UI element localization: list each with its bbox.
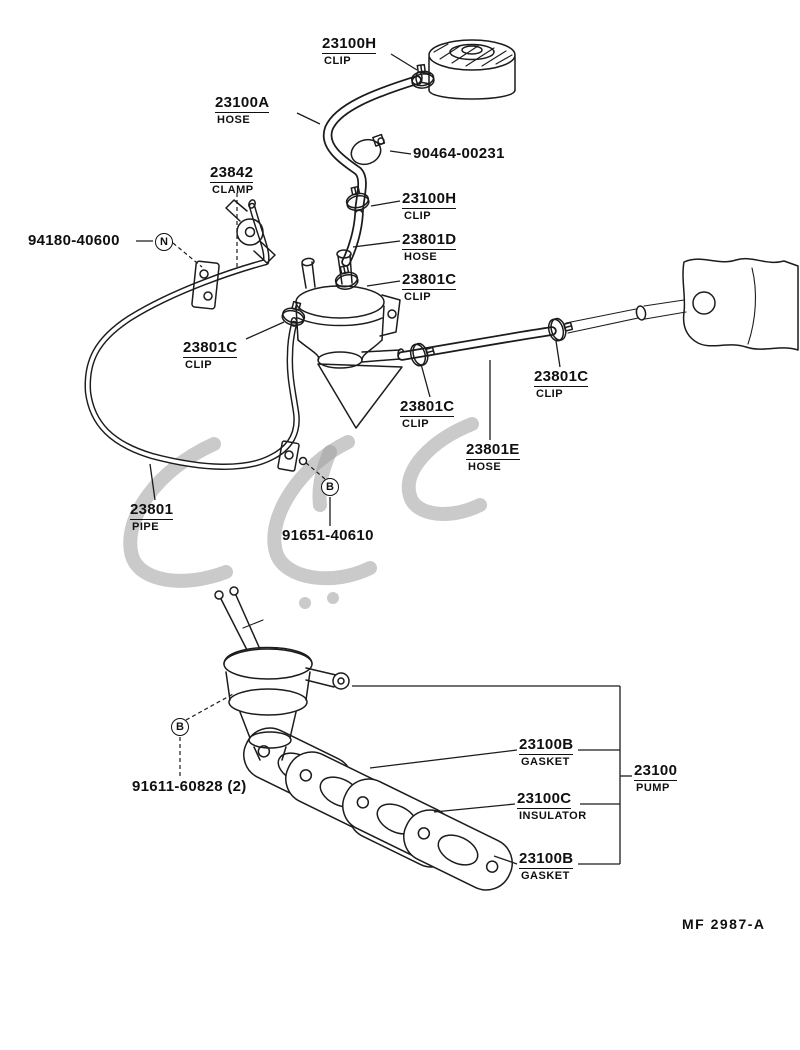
callout-n-badge: N [155, 233, 173, 251]
part-label: 23100H CLIP [402, 190, 457, 222]
callout-letter: B [176, 721, 184, 733]
part-desc: GASKET [521, 755, 570, 768]
fuel-pipe [84, 199, 308, 472]
callout-letter: N [160, 236, 168, 248]
part-desc: CLIP [185, 358, 213, 371]
figure-code: MF 2987-A [682, 916, 766, 932]
part-number: 23801 [130, 501, 174, 520]
hose-clamp-90464 [350, 133, 386, 166]
part-number: 23801E [466, 441, 520, 460]
part-number: 94180-40600 [28, 232, 120, 249]
part-label: 23801E HOSE [466, 442, 520, 473]
part-label: 23100A HOSE [215, 94, 270, 126]
part-label: 23100B GASKET [519, 850, 574, 882]
part-label: 91611-60828 (2) [132, 779, 247, 796]
gasket-lower [394, 800, 522, 900]
fuel-filter [415, 39, 516, 100]
part-desc: PUMP [636, 781, 670, 794]
part-number: 23801C [402, 271, 457, 290]
part-label: 23100B GASKET [519, 736, 574, 768]
part-desc: HOSE [217, 113, 251, 126]
part-label: 23100C INSULATOR [517, 791, 587, 822]
part-desc: PIPE [132, 520, 160, 533]
callout-b-badge: B [171, 718, 189, 736]
part-desc: INSULATOR [519, 809, 587, 822]
part-desc: CLIP [404, 209, 432, 222]
hose-23801d [341, 209, 364, 267]
part-desc: CLAMP [212, 183, 254, 196]
part-label: 23801 PIPE [130, 501, 174, 533]
part-desc: CLIP [536, 387, 564, 400]
leader-lines [136, 53, 632, 865]
clamp-23842 [225, 199, 276, 264]
part-label: 23801C CLIP [183, 339, 238, 371]
part-number: 90464-00231 [413, 145, 505, 162]
part-label: 23801C CLIP [400, 398, 455, 430]
engine-outline [682, 258, 799, 351]
part-number: 23100B [519, 850, 574, 869]
pipe-bracket [191, 260, 220, 310]
part-desc: CLIP [404, 290, 432, 303]
part-number: 23100H [402, 190, 457, 209]
part-label: 23801D HOSE [402, 231, 457, 263]
part-desc: CLIP [402, 417, 430, 430]
part-number: 23801C [183, 339, 238, 358]
part-label: 23801C CLIP [534, 368, 589, 400]
part-label: 90464-00231 [413, 146, 505, 163]
part-number: 23100C [517, 790, 572, 809]
part-number: 23100H [322, 35, 377, 54]
part-desc: HOSE [468, 460, 502, 473]
callout-letter: B [326, 481, 334, 493]
part-number: 91651-40610 [282, 527, 374, 544]
part-desc: CLIP [324, 54, 352, 67]
part-desc: HOSE [404, 250, 438, 263]
part-number: 23100A [215, 94, 270, 113]
part-desc: GASKET [521, 869, 570, 882]
dashed-lines [172, 193, 326, 777]
part-number: 23801C [400, 398, 455, 417]
part-number: 23801D [402, 231, 457, 250]
hose-23801e [397, 299, 687, 361]
part-label: 23100 PUMP [634, 762, 678, 794]
part-label: 94180-40600 [28, 233, 120, 250]
part-label: 23801C CLIP [402, 271, 457, 303]
hose-23100a [322, 75, 422, 217]
callout-b-badge: B [321, 478, 339, 496]
watermark [123, 417, 487, 609]
part-number: 23842 [210, 164, 254, 183]
clip-glyph [545, 314, 576, 344]
part-label: 91651-40610 [282, 528, 374, 545]
part-number: 91611-60828 (2) [132, 778, 247, 795]
part-label: 23100H CLIP [322, 35, 377, 67]
part-number: 23801C [534, 368, 589, 387]
part-number: 23100B [519, 736, 574, 755]
fuel-pump [214, 586, 522, 900]
part-number: 23100 [634, 762, 678, 781]
part-label: 23842 CLAMP [210, 165, 254, 196]
fuel-damper [295, 249, 405, 429]
